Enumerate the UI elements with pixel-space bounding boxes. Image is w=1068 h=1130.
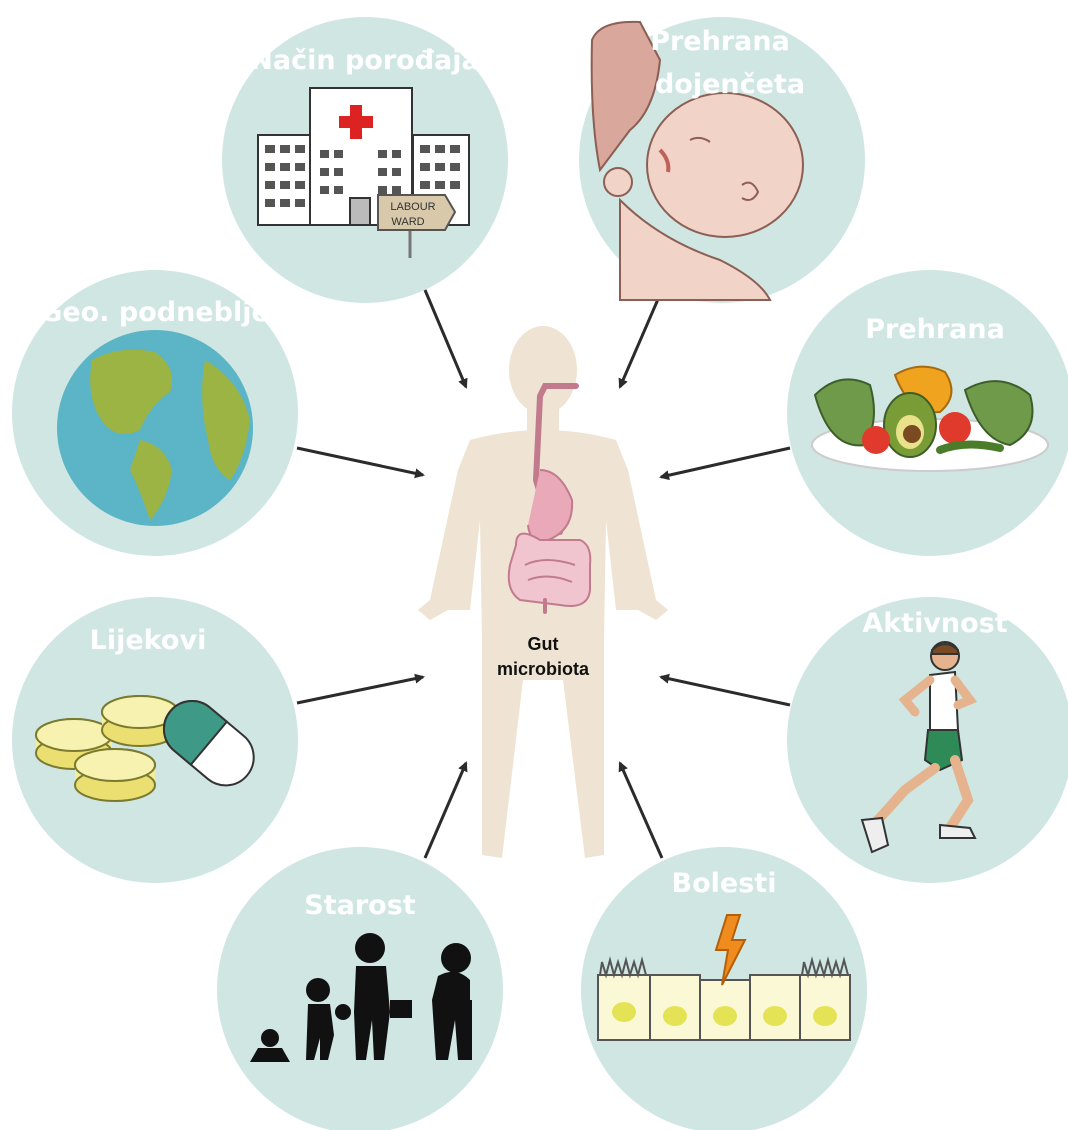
arrow-geo <box>297 448 423 475</box>
arrow-meds <box>297 677 423 703</box>
factor-label-line1: Prehrana <box>650 26 790 57</box>
factor-label: Bolesti <box>672 868 777 899</box>
factor-activity: Aktivnost <box>787 597 1068 883</box>
factor-label: Starost <box>304 890 416 921</box>
factor-medications: Lijekovi <box>12 597 298 883</box>
factor-label: Aktivnost <box>862 608 1007 639</box>
labour-ward-sign-line2: WARD <box>391 216 424 228</box>
arrow-activity <box>661 677 790 705</box>
factor-label: Način porođaja <box>250 45 479 76</box>
center-label-line1: Gut <box>528 634 559 654</box>
arrow-infant <box>620 290 662 387</box>
factor-birth: Način porođaja LABOUR <box>222 17 508 303</box>
globe-icon <box>57 330 253 526</box>
factor-label: Prehrana <box>865 314 1005 345</box>
factor-geography: Geo. podneblje <box>12 270 298 556</box>
arrow-disease <box>620 763 662 858</box>
center-label-line2: microbiota <box>497 659 590 679</box>
arrow-birth <box>425 290 466 387</box>
factor-label: Lijekovi <box>90 625 207 656</box>
factor-disease: Bolesti <box>581 847 867 1130</box>
factor-age: Starost <box>217 847 503 1130</box>
labour-ward-sign-line1: LABOUR <box>390 201 435 213</box>
factor-diet: Prehrana <box>787 270 1068 556</box>
factor-label: Geo. podneblje <box>40 297 270 328</box>
arrow-age <box>425 763 466 858</box>
arrow-diet <box>661 448 790 477</box>
factor-infant-feeding: Prehrana dojenčeta <box>579 17 865 303</box>
factor-label-line2: dojenčeta <box>655 69 805 100</box>
